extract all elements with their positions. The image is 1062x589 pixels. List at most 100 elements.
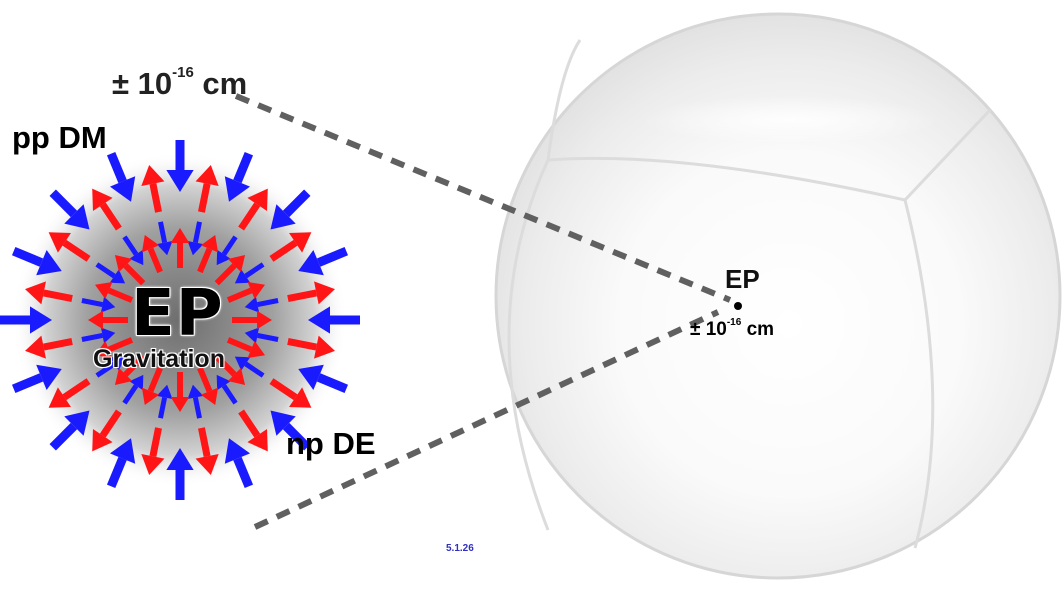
np-de-outer-arrow-shaft xyxy=(42,338,73,351)
np-de-outer-arrow-head xyxy=(141,165,165,186)
sphere-seam-upper-left xyxy=(546,39,582,161)
np-de-inner-arrow-head xyxy=(247,281,265,300)
np-de-outer-arrow-shaft xyxy=(99,409,122,438)
ep-point-marker xyxy=(734,302,742,310)
pp-dm-inner-arrow-shaft xyxy=(244,361,265,378)
np-de-outer-arrow-head xyxy=(247,429,268,452)
pp-dm-inner-arrow-head xyxy=(100,327,116,344)
sphere-seam-upper-right xyxy=(903,108,992,202)
np-de-outer-arrow-shaft xyxy=(99,202,122,231)
np-de-inner-arrow-shaft xyxy=(147,247,163,274)
np-de-inner-arrow-head xyxy=(170,228,190,243)
pp-dm-outer-arrow-head xyxy=(270,204,296,230)
pp-dm-outer-arrow-shaft xyxy=(11,246,44,267)
pp-dm-inner-arrow-shaft xyxy=(122,384,139,405)
np-de-inner-arrow-shaft xyxy=(214,354,237,377)
pp-dm-outer-arrow-head xyxy=(308,306,330,334)
gravitation-label: Gravitation xyxy=(93,345,225,373)
np-de-inner-arrow-head xyxy=(95,340,113,359)
np-de-inner-arrow-head xyxy=(141,387,160,405)
ep-right-label: EP xyxy=(725,264,760,294)
np-de-outer-arrow-head xyxy=(314,281,335,305)
np-de-outer-arrow-shaft xyxy=(287,338,318,351)
np-de-inner-arrow-head xyxy=(170,397,190,412)
pp-dm-outer-arrow-shaft xyxy=(106,456,127,489)
np-de-inner-arrow-shaft xyxy=(107,287,134,303)
np-de-inner-arrow-shaft xyxy=(226,337,253,353)
sphere-highlight xyxy=(640,96,940,144)
pp-dm-outer-arrow-head xyxy=(270,410,296,436)
sphere-body xyxy=(494,12,1062,580)
pp-dm-inner-arrow-head xyxy=(156,384,173,400)
np-de-inner-arrow-shaft xyxy=(123,354,146,377)
pp-dm-outer-arrow-head xyxy=(36,364,62,391)
pp-dm-inner-arrow-head xyxy=(234,356,251,371)
np-de-outer-arrow-head xyxy=(25,281,46,305)
pp-dm-outer-arrow-shaft xyxy=(316,246,349,267)
sphere-seam-top xyxy=(547,156,906,202)
pp-dm-inner-arrow-shaft xyxy=(192,221,202,244)
np-de-outer-arrow-shaft xyxy=(269,239,298,262)
pp-dm-outer-arrow-shaft xyxy=(106,151,127,184)
pp-dm-outer-arrow-shaft xyxy=(49,189,78,218)
force-arrows xyxy=(0,140,360,500)
np-de-outer-arrow-head xyxy=(48,232,71,253)
pp-dm-inner-arrow-head xyxy=(156,240,173,256)
pp-dm-outer-arrow-shaft xyxy=(282,189,311,218)
np-de-outer-arrow-shaft xyxy=(62,239,91,262)
np-de-inner-arrow-shaft xyxy=(107,337,134,353)
np-de-outer-arrow-shaft xyxy=(198,182,211,213)
np-de-outer-arrow-shaft xyxy=(287,289,318,302)
np-de-outer-arrow-head xyxy=(289,232,312,253)
pp-dm-outer-arrow-head xyxy=(166,448,194,470)
np-de-outer-arrow-head xyxy=(48,387,71,408)
scale-right-unit: cm xyxy=(741,319,775,340)
scale-left-unit: cm xyxy=(193,66,248,101)
pp-dm-outer-arrow-head xyxy=(109,438,136,464)
pp-dm-inner-arrow-shaft xyxy=(221,235,238,256)
np-de-outer-arrow-shaft xyxy=(238,409,261,438)
pp-dm-outer-arrow-shaft xyxy=(316,373,349,394)
np-de-outer-arrow-head xyxy=(195,454,219,475)
pp-dm-inner-arrow-shaft xyxy=(244,262,265,279)
np-de-inner-arrow-shaft xyxy=(214,263,237,286)
pp-dm-inner-arrow-head xyxy=(187,240,204,256)
np-de-inner-arrow-head xyxy=(88,310,103,330)
np-de-inner-arrow-head xyxy=(95,281,113,300)
pp-dm-inner-arrow-head xyxy=(244,296,260,313)
date-stamp: 5.1.26 xyxy=(446,543,474,554)
scale-right-main: ± 10 xyxy=(690,319,727,340)
pp-dm-inner-arrow-shaft xyxy=(81,298,104,308)
pp-dm-inner-arrow-shaft xyxy=(192,396,202,419)
np-de-outer-arrow-shaft xyxy=(238,202,261,231)
pp-dm-inner-arrow-shaft xyxy=(158,396,168,419)
pp-dm-outer-arrow-head xyxy=(64,204,90,230)
np-de-outer-arrow-head xyxy=(314,335,335,359)
scale-left-exponent: -16 xyxy=(172,64,194,81)
sphere-seam-right xyxy=(903,199,935,549)
pp-dm-outer-arrow-shaft xyxy=(282,422,311,451)
np-de-inner-arrow-head xyxy=(200,387,219,405)
pp-dm-inner-arrow-shaft xyxy=(158,221,168,244)
pp-dm-inner-arrow-head xyxy=(216,249,231,266)
pp-dm-outer-arrow-head xyxy=(166,170,194,192)
pp-dm-inner-arrow-shaft xyxy=(256,298,279,308)
pp-dm-outer-arrow-shaft xyxy=(49,422,78,451)
pp-dm-outer-arrow-head xyxy=(64,410,90,436)
pp-dm-inner-arrow-shaft xyxy=(81,332,104,342)
np-de-outer-arrow-shaft xyxy=(149,182,162,213)
np-de-inner-arrow-head xyxy=(114,367,133,386)
pp-dm-inner-arrow-shaft xyxy=(95,262,116,279)
np-de-outer-arrow-head xyxy=(195,165,219,186)
pp-dm-outer-arrow-shaft xyxy=(233,456,254,489)
pp-dm-inner-arrow-head xyxy=(187,384,204,400)
ep-center-label: EP xyxy=(131,277,224,351)
pp-dm-inner-arrow-head xyxy=(109,269,126,284)
np-de-outer-arrow-head xyxy=(247,188,268,211)
np-de-outer-arrow-head xyxy=(92,429,113,452)
np-de-inner-arrow-shaft xyxy=(123,263,146,286)
np-de-label: np DE xyxy=(286,426,376,461)
pp-dm-inner-arrow-shaft xyxy=(221,384,238,405)
projection-line-bottom xyxy=(253,309,720,530)
